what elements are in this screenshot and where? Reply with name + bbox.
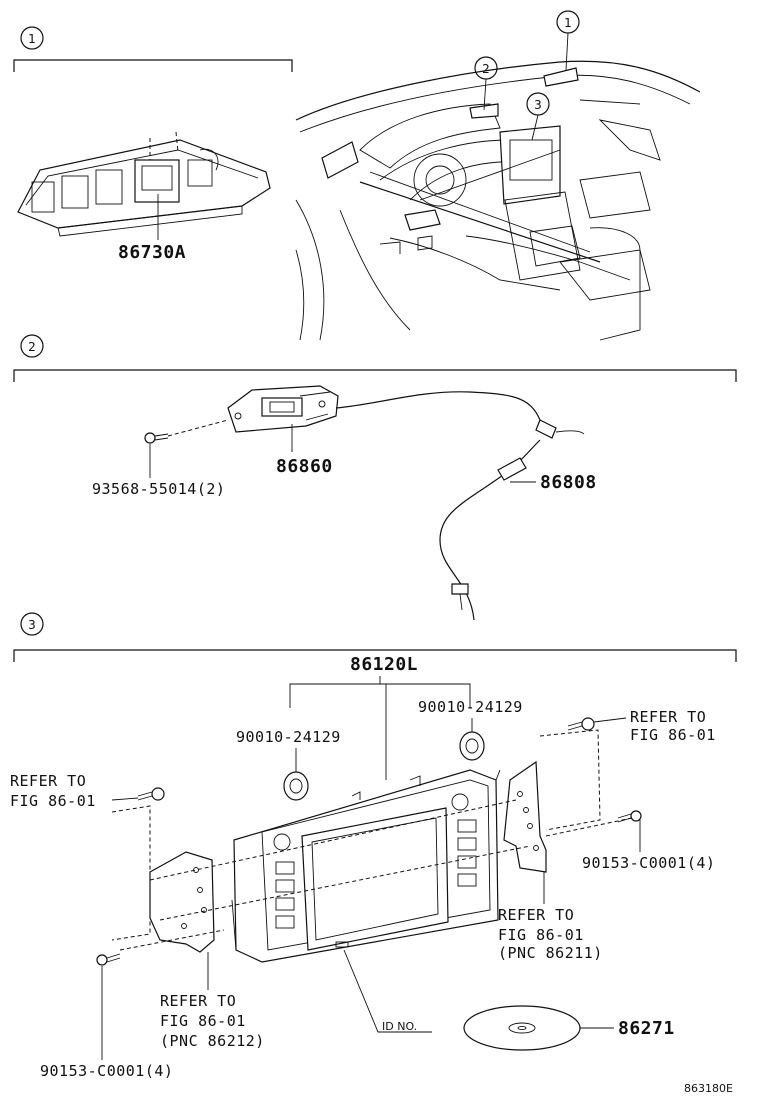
leader-id-no [343, 949, 432, 1033]
module-86860-drawing [227, 385, 339, 433]
screw-top-right-drawing [567, 717, 595, 731]
part-label-86860: 86860 [276, 456, 333, 477]
overview-callout-1-label: 1 [564, 16, 572, 30]
disc-86271-drawing [463, 1005, 581, 1051]
screw-93568-drawing [144, 432, 169, 444]
part-label-90153-C0001-right: 90153-C0001(4) [582, 854, 715, 872]
ref-mid-right-line2: FIG 86-01 [498, 926, 584, 944]
ref-bottom-line2: FIG 86-01 [160, 1012, 246, 1030]
ref-left-line2: FIG 86-01 [10, 792, 96, 810]
ref-top-right-line1: REFER TO [630, 708, 706, 726]
part-label-86271: 86271 [618, 1018, 675, 1039]
leader-86120L-bracket [289, 683, 471, 708]
section-3-bracket [13, 649, 737, 662]
ref-bottom-line1: REFER TO [160, 992, 236, 1010]
overview-leader-2 [483, 78, 487, 111]
grommet-right-drawing [459, 731, 485, 761]
ref-mid-right-line1: REFER TO [498, 906, 574, 924]
callout-circle-3 [20, 612, 44, 636]
ref-top-right-line2: FIG 86-01 [630, 726, 716, 744]
display-unit-drawing [231, 769, 501, 963]
overhead-console-drawing [17, 131, 271, 237]
part-label-90010-24129-left: 90010-24129 [236, 728, 341, 746]
part-label-86808: 86808 [540, 472, 597, 493]
overview-leader-1 [565, 32, 569, 71]
car-interior-overview [295, 60, 701, 341]
part-label-90010-24129-right: 90010-24129 [418, 698, 523, 716]
section-3-group: 3 86120L 90010-24129 90010-24129 [10, 612, 737, 1080]
screw-path-93568 [167, 419, 229, 437]
overview-callout-3-label: 3 [534, 98, 542, 112]
ref-left-line1: REFER TO [10, 772, 86, 790]
ref-mid-right-line3: (PNC 86211) [498, 944, 603, 962]
grommet-left-drawing [283, 771, 309, 801]
screw-90153-left-drawing [96, 953, 121, 966]
callout-circle-1 [20, 26, 44, 50]
callout-1-label: 1 [28, 32, 36, 46]
section-1-bracket [13, 59, 293, 72]
section-2-group: 2 86860 93568-55014(2) 86808 [13, 334, 737, 621]
section-2-bracket [13, 369, 737, 382]
cable-86808 [335, 391, 541, 421]
part-label-86120L: 86120L [350, 654, 418, 675]
part-label-93568-55014: 93568-55014(2) [92, 480, 225, 498]
callout-circle-2 [20, 334, 44, 358]
part-label-90153-C0001-left: 90153-C0001(4) [40, 1062, 173, 1080]
screw-top-left-drawing [137, 787, 165, 801]
bracket-right-drawing [503, 729, 601, 873]
bracket-left-drawing [111, 805, 215, 953]
overview-callout-2-label: 2 [482, 62, 490, 76]
callout-3-label: 3 [28, 618, 36, 632]
overview-leader-3 [531, 114, 539, 141]
id-no-label: ID NO. [382, 1020, 417, 1033]
figure-code: 863180E [684, 1082, 733, 1095]
callout-2-label: 2 [28, 340, 36, 354]
ref-bottom-line3: (PNC 86212) [160, 1032, 265, 1050]
screw-90153-right-drawing [617, 810, 642, 823]
part-label-86730A: 86730A [118, 242, 186, 263]
section-1-group: 1 86730A [13, 26, 293, 263]
